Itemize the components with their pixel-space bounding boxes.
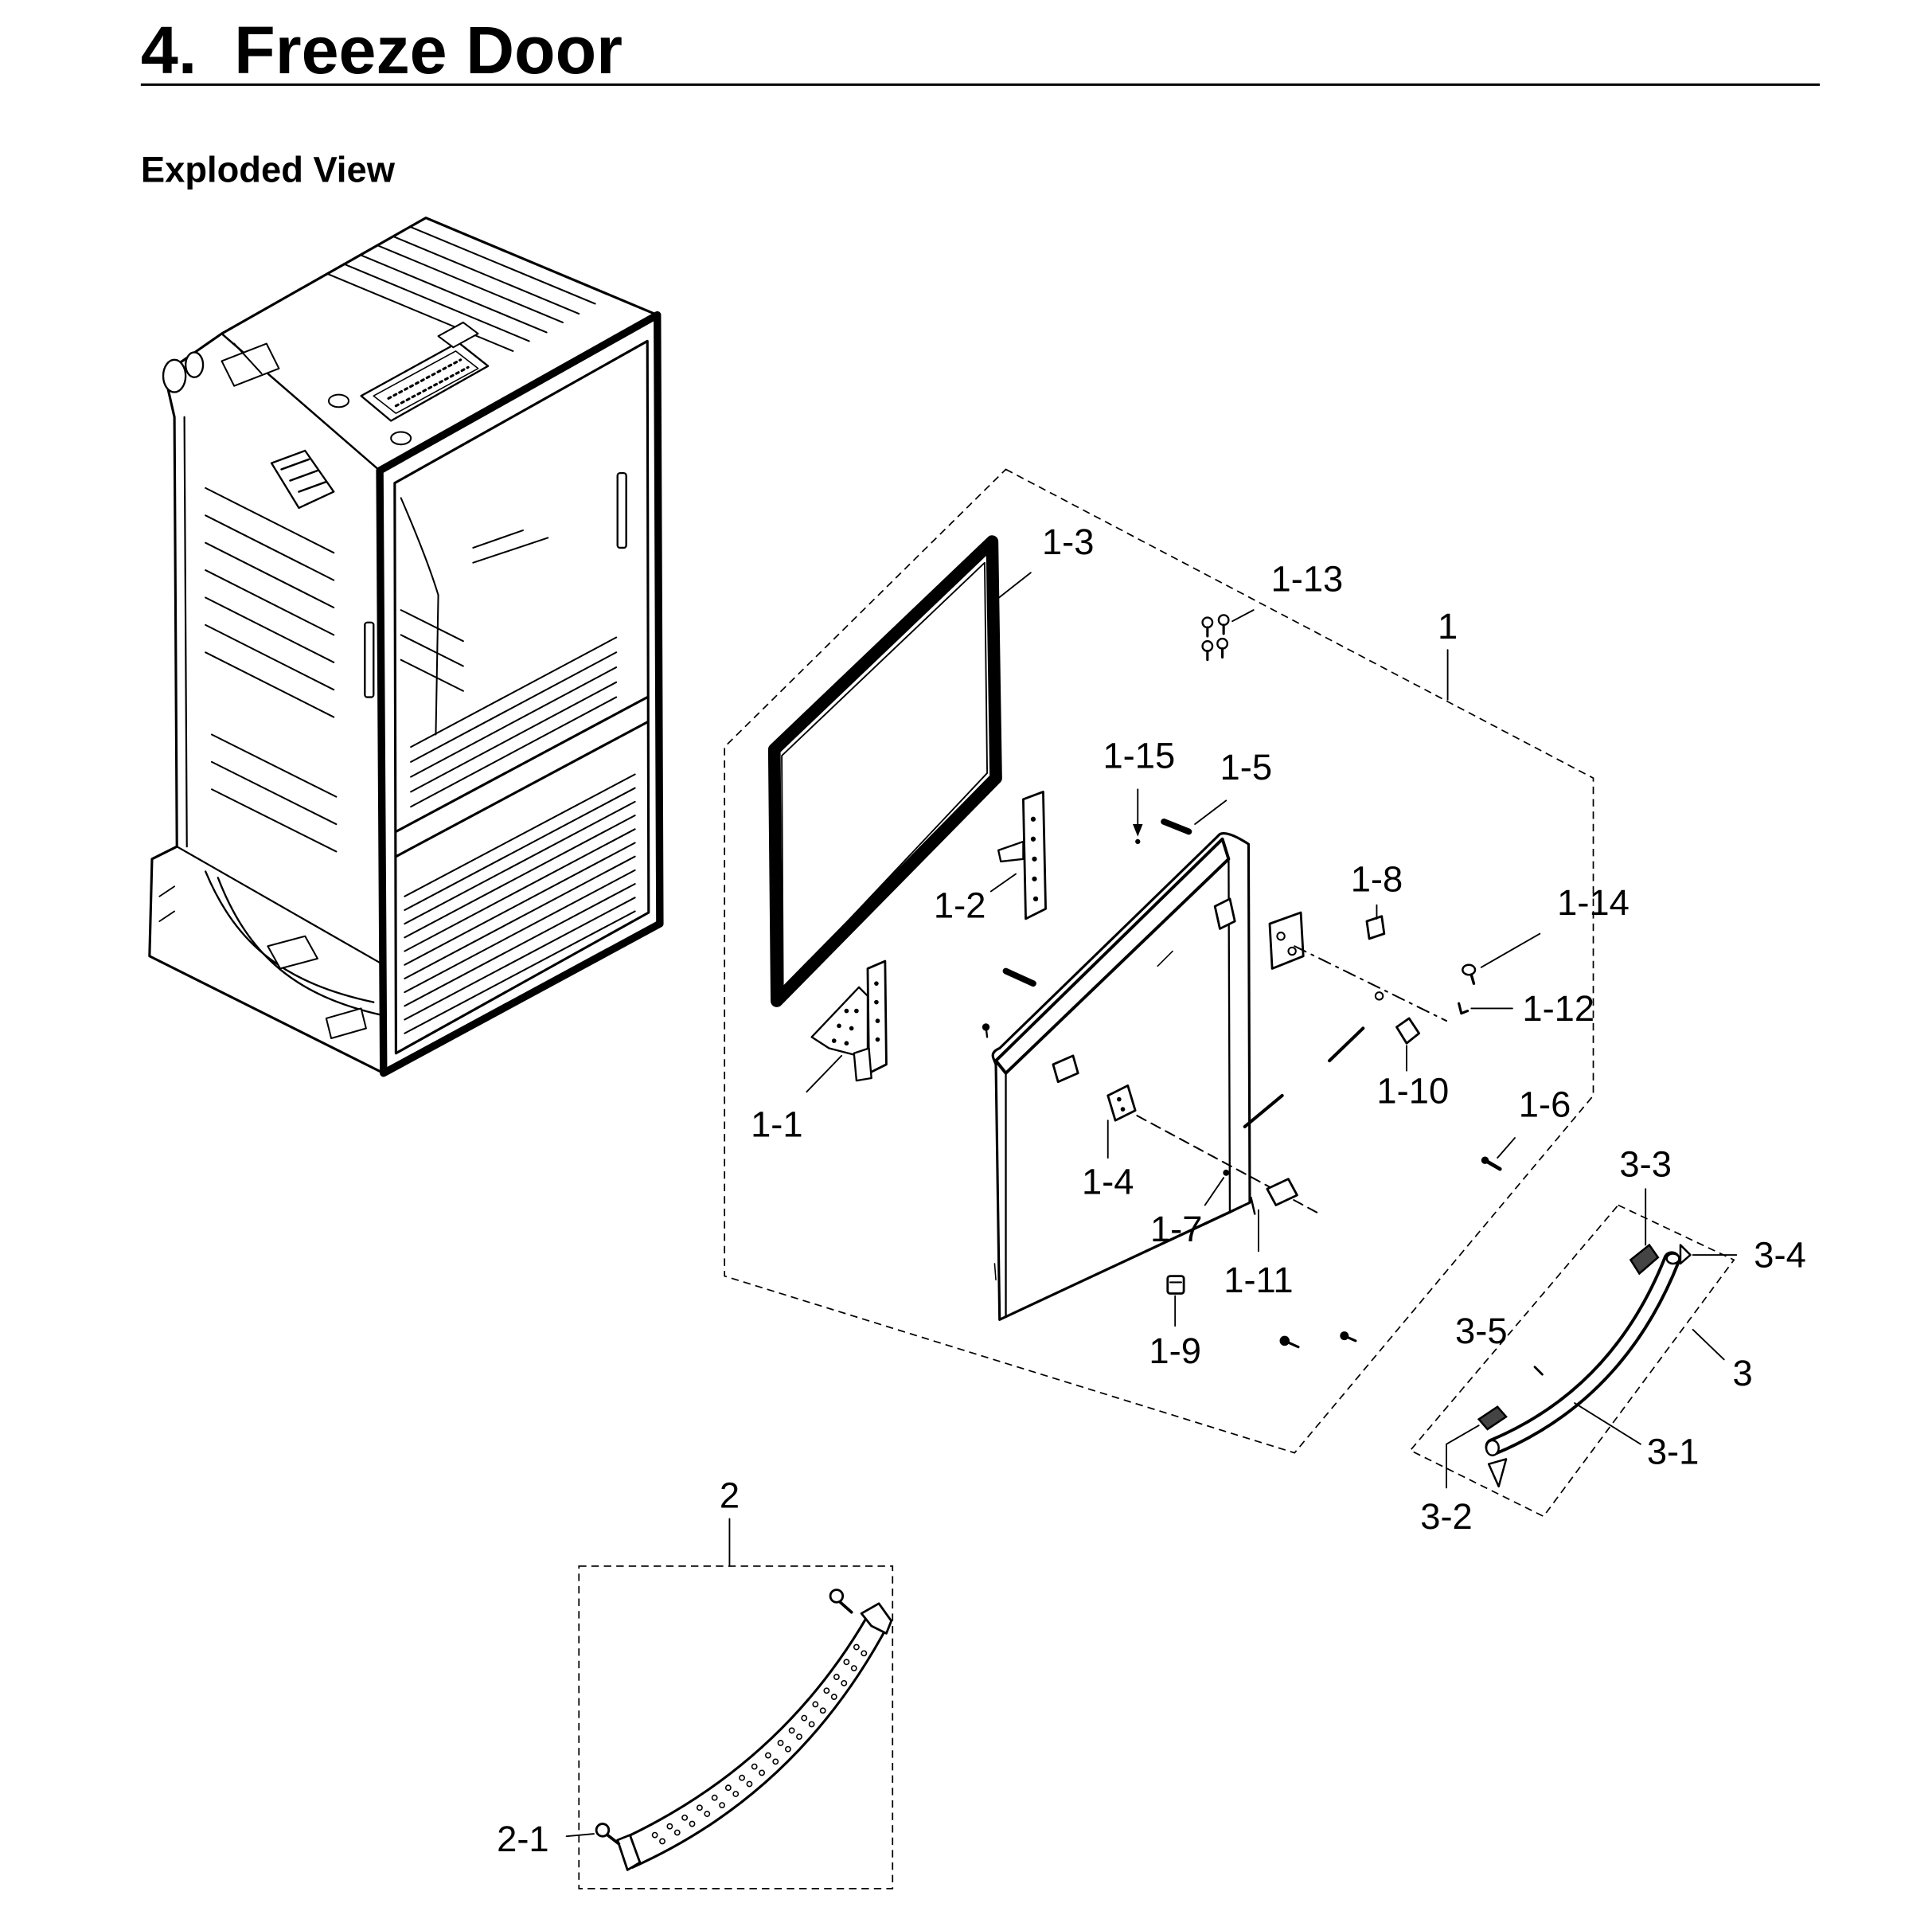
side-ribs (205, 487, 338, 853)
callout-1: 1 (1438, 606, 1458, 647)
hinge-rod (1328, 1026, 1365, 1063)
door-hinge-hole (1213, 897, 1236, 930)
callout-3: 3 (1733, 1353, 1753, 1393)
cabinet-front-frame (376, 311, 664, 1077)
callout-3-4: 3-4 (1754, 1235, 1806, 1276)
control-board (360, 321, 490, 422)
top-ribs (326, 225, 596, 352)
lower-hinge-bracket (810, 959, 888, 1082)
door-screw (982, 1023, 990, 1038)
part-1-4-plate (1107, 1084, 1137, 1122)
part-1-9-block (1166, 1275, 1185, 1295)
callout-1-15: 1-15 (1103, 736, 1175, 776)
part-2-1-screw (595, 1823, 621, 1846)
part-1-15-arrow (1133, 788, 1143, 845)
hinge-axis-line (1294, 945, 1448, 1022)
callout-3-1: 3-1 (1647, 1432, 1700, 1472)
callout-1-5: 1-5 (1220, 747, 1273, 787)
callout-1-1: 1-1 (751, 1104, 803, 1144)
part-3-5-pin (1533, 1366, 1544, 1376)
callout-1-10: 1-10 (1376, 1070, 1449, 1111)
door-panel (991, 832, 1251, 1321)
part-1-8-block (1365, 915, 1386, 940)
door-pin (1002, 967, 1036, 987)
door-bottom-cover (616, 1602, 893, 1871)
section-subtitle: Exploded View (141, 149, 396, 190)
page-title: 4. Freeze Door (141, 13, 623, 88)
leader-lines (565, 572, 1738, 1838)
upper-hinge-plate (1268, 911, 1305, 970)
callout-labels: 1-3 1-13 1 1-15 1-5 1-8 1-14 1-2 1-12 1-… (497, 522, 1806, 1859)
part-3-3-block (1629, 1243, 1660, 1276)
frame-slot (364, 621, 375, 698)
door-gasket (767, 535, 1002, 1007)
vent-holes (651, 1643, 868, 1845)
cover-screw (829, 1589, 853, 1614)
callout-1-2: 1-2 (934, 885, 986, 925)
upper-hinge-bracket (997, 790, 1047, 920)
callout-1-13: 1-13 (1271, 559, 1344, 600)
callout-1-11: 1-11 (1224, 1260, 1293, 1300)
assembly-2-boundary (578, 1565, 894, 1890)
door-bottom-screws (1279, 1331, 1357, 1349)
part-1-12-clip (1458, 1002, 1469, 1015)
part-3-4-cap (1679, 1244, 1692, 1265)
assembly-3-boundary (1409, 1204, 1735, 1518)
part-1-11-block (1250, 1178, 1298, 1215)
callout-2-1: 2-1 (497, 1819, 549, 1859)
part-1-13-screws (1201, 614, 1230, 662)
part-1-10-block (1395, 1017, 1421, 1045)
callout-1-8: 1-8 (1351, 858, 1403, 899)
door-handle (1485, 1251, 1680, 1488)
callout-1-7: 1-7 (1150, 1209, 1203, 1249)
callout-3-5: 3-5 (1455, 1311, 1508, 1351)
compressor-fittings (162, 342, 412, 446)
door-hinge-hole (1052, 1054, 1079, 1084)
callout-1-12: 1-12 (1522, 988, 1594, 1029)
callout-1-4: 1-4 (1082, 1161, 1134, 1202)
part-1-7-pin (1223, 1169, 1230, 1176)
callout-1-6: 1-6 (1519, 1084, 1571, 1124)
callout-1-14: 1-14 (1557, 882, 1630, 923)
callout-2: 2 (720, 1475, 740, 1515)
callout-1-3: 1-3 (1042, 522, 1095, 562)
refrigerator-cabinet (148, 217, 664, 1077)
part-3-2-block (1477, 1405, 1508, 1431)
lower-compartment-ribs (404, 773, 636, 1034)
hinge-washer (1374, 991, 1384, 1001)
assembly-1-boundary (724, 468, 1594, 1454)
compartment-divider (394, 696, 649, 833)
frame-slot (616, 471, 627, 549)
hinge-rod (1243, 1093, 1284, 1129)
callout-3-3: 3-3 (1619, 1144, 1672, 1185)
part-1-5-pin (1161, 819, 1192, 835)
part-1-14-screw (1462, 963, 1477, 985)
upper-compartment-interior (400, 497, 618, 808)
callout-1-9: 1-9 (1149, 1331, 1201, 1371)
part-1-6-screw (1481, 1156, 1502, 1171)
side-vent (270, 449, 335, 510)
machine-compartment (158, 870, 381, 1039)
callout-3-2: 3-2 (1420, 1496, 1473, 1537)
